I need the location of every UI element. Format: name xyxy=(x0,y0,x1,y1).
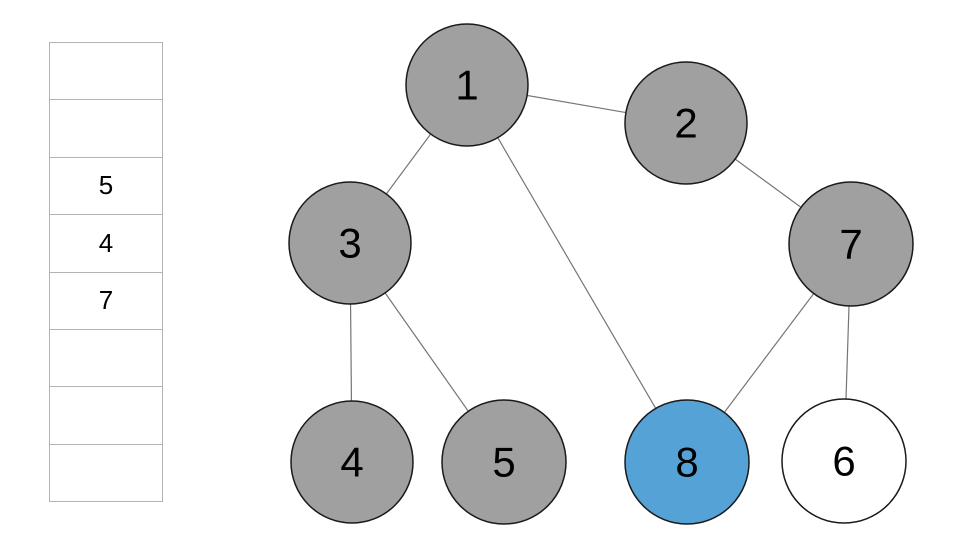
graph-node-6 xyxy=(781,398,907,524)
graph-edge-1-8 xyxy=(466,84,688,463)
stack-cell xyxy=(50,43,162,101)
nodes-layer: 1 2 3 7 4 5 8 6 xyxy=(288,23,914,525)
graph-node-label-3: 3 xyxy=(338,220,361,267)
edges-layer xyxy=(349,84,852,463)
stack-cell xyxy=(50,330,162,388)
graph-node-4 xyxy=(290,400,414,524)
stack-cell xyxy=(50,100,162,158)
graph-node-3 xyxy=(288,181,412,305)
graph-node-label-1: 1 xyxy=(455,62,478,109)
graph-node-label-2: 2 xyxy=(674,100,697,147)
graph-node-label-5: 5 xyxy=(492,439,515,486)
stack: 5 4 7 xyxy=(49,42,163,502)
graph-node-5 xyxy=(441,399,567,525)
graph-node-label-7: 7 xyxy=(839,221,862,268)
stack-cell: 4 xyxy=(50,215,162,273)
stack-cell xyxy=(50,387,162,445)
graph-node-1 xyxy=(405,23,529,147)
graph-node-label-6: 6 xyxy=(832,438,855,485)
graph-node-8 xyxy=(624,399,750,525)
stack-cell: 7 xyxy=(50,273,162,330)
graph-node-7 xyxy=(788,181,914,307)
graph-node-2 xyxy=(624,61,748,185)
stack-cell: 5 xyxy=(50,158,162,216)
graph-node-label-8: 8 xyxy=(675,439,698,486)
graph-node-label-4: 4 xyxy=(340,439,363,486)
